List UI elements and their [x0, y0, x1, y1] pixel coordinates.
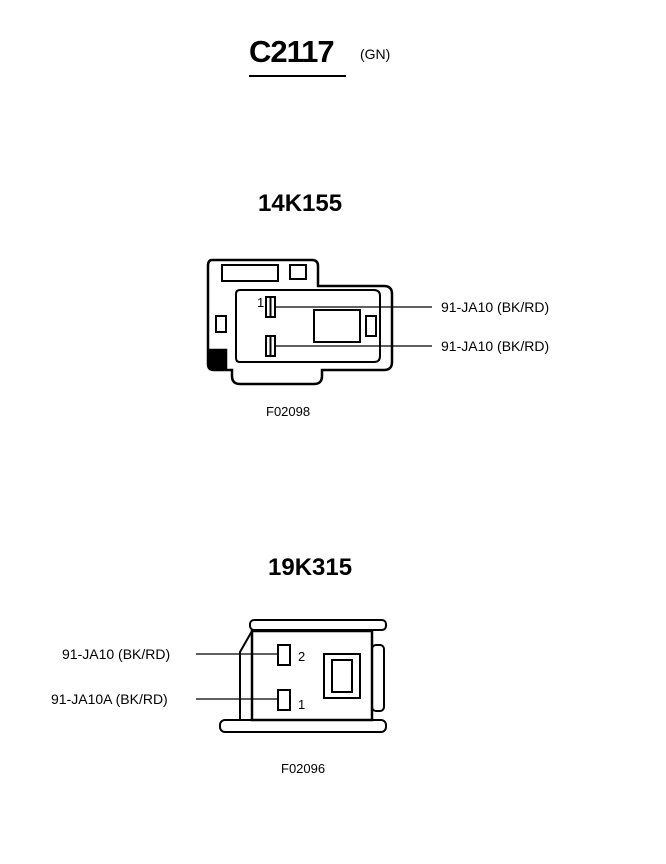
connector-14k155-bottom-tab [208, 348, 228, 370]
connector-19k315-bottom-rail [219, 719, 387, 733]
connector-14k155-id: 14K155 [258, 190, 343, 217]
connector-title: C2117 [249, 34, 335, 69]
connector-19k315-latch-window-outer [323, 653, 361, 699]
connector-19k315-pin-1-label: 1 [298, 697, 306, 712]
connector-19k315-pin-2-label: 2 [298, 649, 306, 664]
connector-color-code: (GN) [360, 46, 391, 62]
connector-14k155-figure-id: F02098 [266, 404, 311, 419]
connector-14k155-cavity [235, 289, 381, 363]
connector-19k315-top-rail [249, 619, 387, 631]
connector-19k315-wire-2: 91-JA10A (BK/RD) [51, 691, 168, 707]
connector-14k155-latch-window [365, 315, 377, 337]
connector-19k315-figure-id: F02096 [281, 761, 326, 776]
connector-19k315-drawing [196, 619, 387, 733]
connector-14k155-wire-1: 91-JA10 (BK/RD) [441, 299, 550, 315]
connector-14k155-side-tab [215, 315, 227, 333]
connector-19k315-latch-window-inner [331, 659, 353, 693]
title-underline [249, 75, 346, 77]
connector-14k155-wire-2: 91-JA10 (BK/RD) [441, 338, 550, 354]
connector-19k315-pin-1 [277, 689, 291, 711]
connector-19k315-front [239, 630, 253, 721]
connector-14k155-latch [313, 309, 361, 343]
connector-19k315-wire-1: 91-JA10 (BK/RD) [62, 646, 171, 662]
connector-14k155-top-latch [221, 264, 279, 282]
connector-19k315-id: 19K315 [268, 554, 353, 581]
connector-14k155-pin-1-label: 1 [257, 295, 265, 310]
connector-19k315-pin-2 [277, 644, 291, 666]
connector-19k315-latch [371, 644, 385, 712]
connector-14k155-housing [206, 258, 394, 386]
connector-14k155-drawing [206, 258, 432, 386]
connector-19k315-housing [250, 629, 374, 722]
connector-14k155-top-notch [289, 264, 307, 280]
